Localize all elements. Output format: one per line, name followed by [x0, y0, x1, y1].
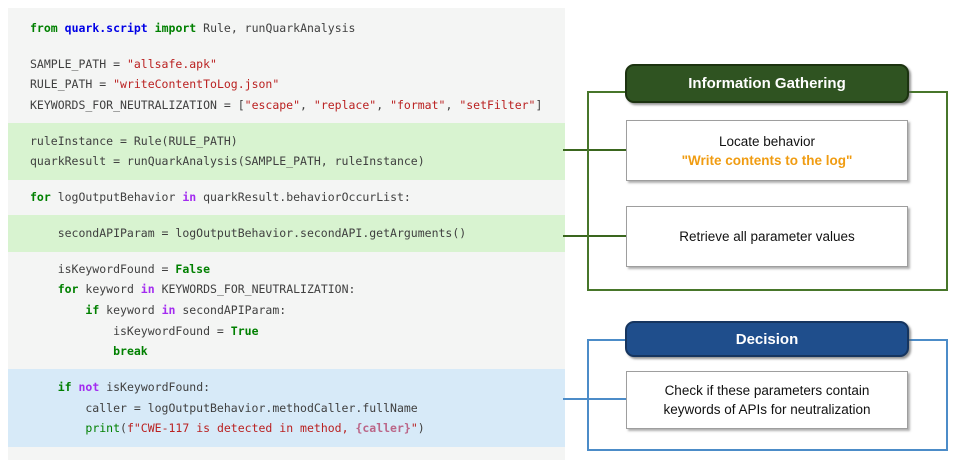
retrieve-params-line1: Retrieve all parameter values	[679, 229, 855, 244]
decision-header: Decision	[625, 321, 909, 357]
info-gathering-header-label: Information Gathering	[688, 75, 846, 92]
code-line: if not isKeywordFound:	[57, 379, 211, 394]
code-highlight-green: ruleInstance = Rule(RULE_PATH) quarkResul…	[8, 122, 565, 181]
code-line: RULE_PATH = "writeContentToLog.json"	[30, 77, 280, 92]
code-line: for keyword in KEYWORDS_FOR_NEUTRALIZATI…	[57, 282, 356, 297]
code-line: secondAPIParam = logOutputBehavior.secon…	[30, 225, 467, 240]
code-line: break	[113, 344, 148, 359]
info-gathering-header: Information Gathering	[625, 64, 909, 103]
locate-behavior-line1: Locate behavior	[718, 133, 816, 149]
code-block: from quark.script import Rule, runQuarkA…	[8, 18, 565, 39]
code-snippet: from quark.script import Rule, runQuarkA…	[8, 18, 565, 447]
code-line: for logOutputBehavior in quarkResult.beh…	[30, 190, 411, 205]
check-keywords-box: Check if these parameters contain keywor…	[626, 371, 908, 429]
code-line: print(f"CWE-117 is detected in method, {…	[85, 421, 425, 436]
code-block: isKeywordFound = False for keyword in KE…	[8, 259, 565, 362]
locate-behavior-box: Locate behavior "Write contents to the l…	[626, 120, 908, 181]
code-line: if keyword in secondAPIParam:	[85, 302, 287, 317]
check-keywords-line2: keywords of APIs for neutralization	[663, 402, 871, 417]
code-line: ruleInstance = Rule(RULE_PATH)	[30, 133, 238, 148]
code-line: caller = logOutputBehavior.methodCaller.…	[30, 400, 418, 415]
code-highlight-blue: if not isKeywordFound: caller = logOutpu…	[8, 368, 565, 447]
connector-retrieve-params	[563, 235, 626, 237]
locate-behavior-line2: "Write contents to the log"	[681, 152, 853, 168]
code-line: KEYWORDS_FOR_NEUTRALIZATION = ["escape",…	[30, 98, 543, 113]
code-block: for logOutputBehavior in quarkResult.beh…	[8, 187, 565, 208]
connector-decision	[563, 398, 626, 400]
code-highlight-green: secondAPIParam = logOutputBehavior.secon…	[8, 214, 565, 252]
check-keywords-line1: Check if these parameters contain	[664, 383, 870, 398]
code-line: SAMPLE_PATH = "allsafe.apk"	[30, 56, 217, 71]
code-panel: from quark.script import Rule, runQuarkA…	[8, 8, 565, 460]
code-line: isKeywordFound = True	[30, 323, 259, 338]
code-line: isKeywordFound = False	[30, 261, 211, 276]
code-spacer	[8, 39, 565, 54]
code-line: from quark.script import Rule, runQuarkA…	[30, 21, 356, 35]
decision-header-label: Decision	[735, 330, 799, 348]
code-block: SAMPLE_PATH = "allsafe.apk" RULE_PATH = "…	[8, 54, 565, 116]
retrieve-params-box: Retrieve all parameter values	[626, 206, 908, 267]
code-line: quarkResult = runQuarkAnalysis(SAMPLE_PA…	[30, 154, 425, 169]
connector-locate-behavior	[563, 149, 626, 151]
